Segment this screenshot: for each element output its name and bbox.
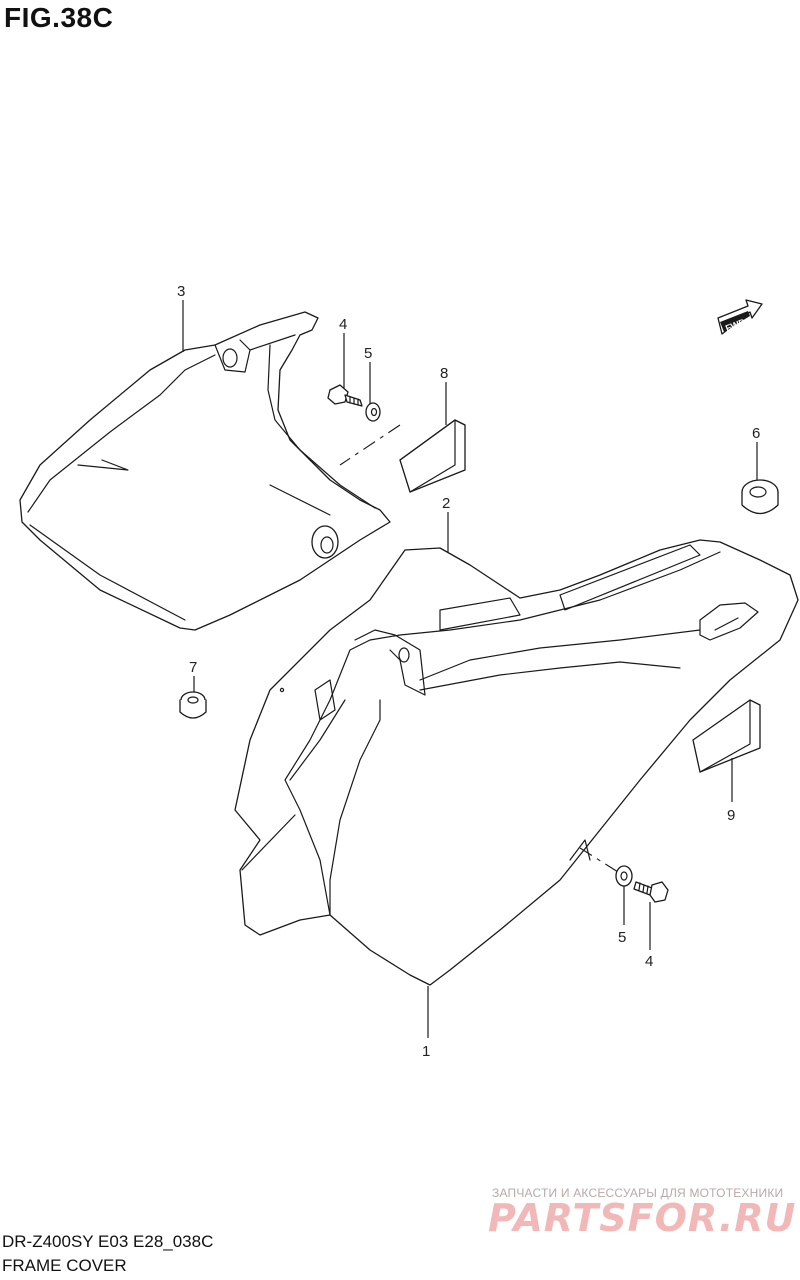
part-4-bolt-upper (327, 384, 363, 407)
fwd-arrow-icon: FWD (717, 299, 763, 335)
callout-9: 9 (727, 807, 735, 824)
figure-model-code: DR-Z400SY E03 E28_038C (2, 1232, 214, 1251)
part-4-bolt-lower (633, 881, 669, 903)
part-6-grommet (741, 479, 779, 515)
callout-5-upper: 5 (364, 345, 372, 362)
part-9-cushion-pad (692, 699, 761, 773)
part-8-cushion-pad (399, 419, 466, 493)
part-1-frame-cover-main (234, 539, 799, 986)
callout-2: 2 (442, 495, 450, 512)
callout-5-lower: 5 (618, 929, 626, 946)
callout-4-upper: 4 (339, 316, 347, 333)
watermark-logo: PARTSFOR.RU (488, 1196, 797, 1240)
figure-name: FRAME COVER (2, 1256, 127, 1275)
figure-title: FIG.38C (4, 2, 114, 33)
callout-7: 7 (189, 659, 197, 676)
watermark-tagline: ЗАПЧАСТИ И АКСЕССУАРЫ ДЛЯ МОТОТЕХНИКИ (492, 1186, 784, 1200)
callout-3: 3 (177, 283, 185, 300)
callout-8: 8 (440, 365, 448, 382)
part-5-washer-lower (615, 865, 633, 887)
part-3-frame-cover-upper (19, 311, 391, 631)
callout-6: 6 (752, 425, 760, 442)
assembly-line-lower (579, 847, 619, 873)
callout-1: 1 (422, 1043, 430, 1060)
part-5-washer-upper (365, 402, 381, 422)
callout-4-lower: 4 (645, 953, 653, 970)
assembly-line-upper (339, 424, 401, 466)
part-7-grommet (179, 691, 207, 719)
